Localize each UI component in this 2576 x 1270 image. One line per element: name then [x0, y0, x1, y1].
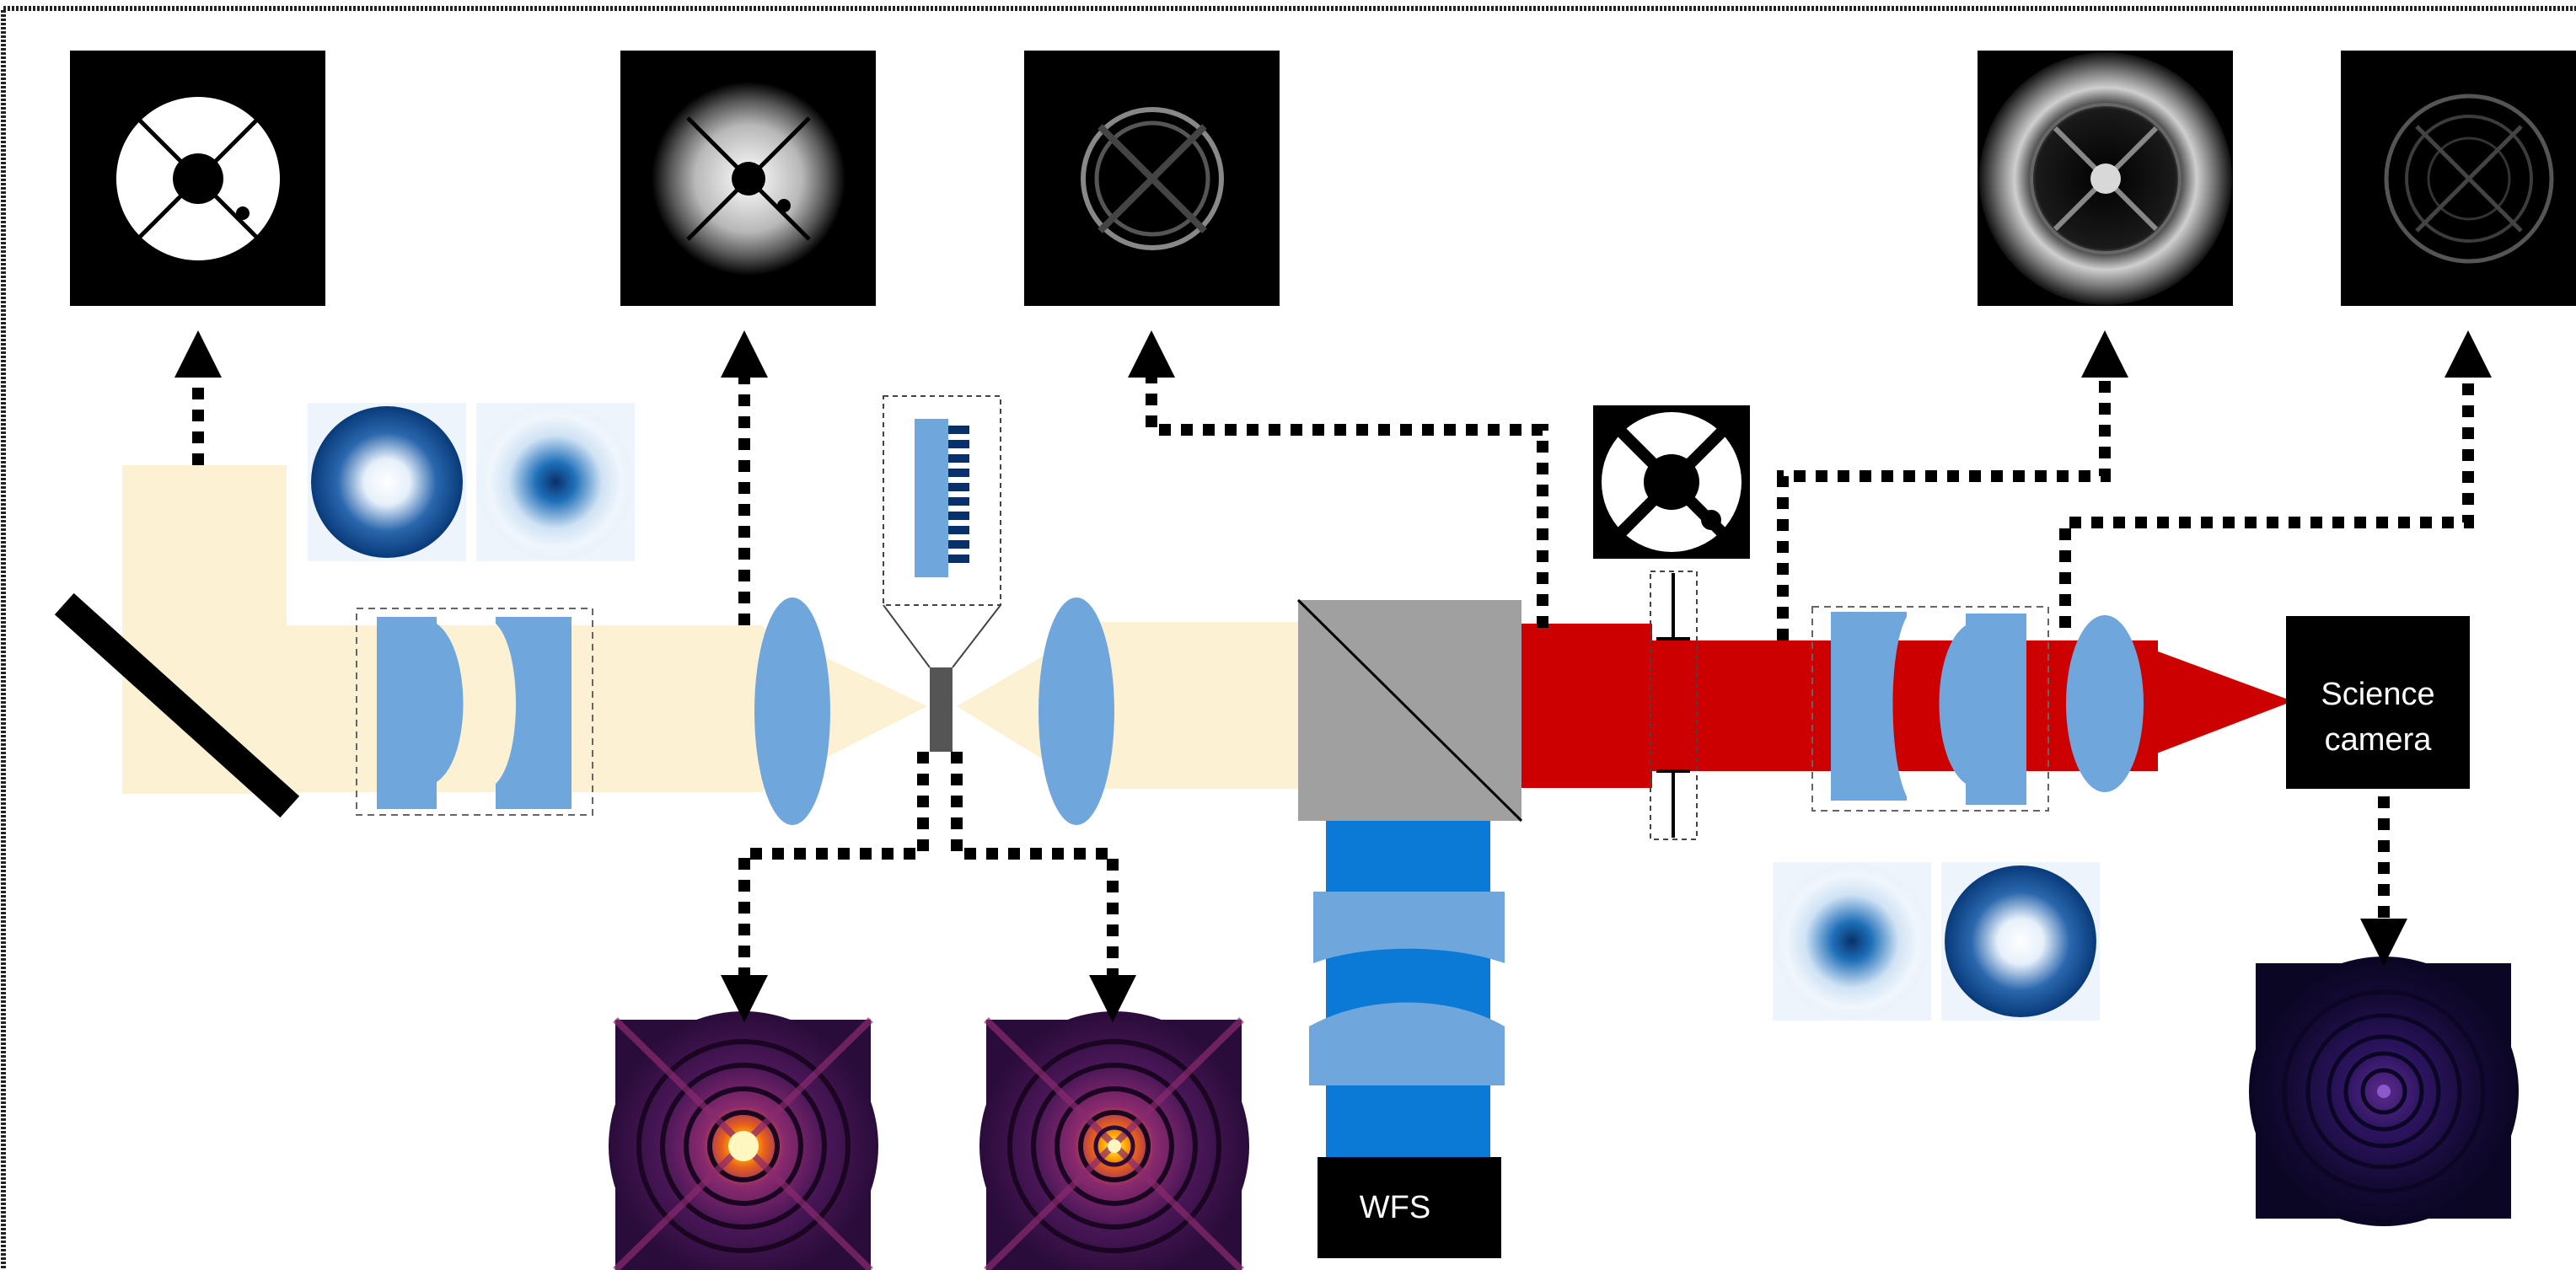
- aspheric-lens-1: [377, 617, 464, 809]
- focal-mask-zoom-callout: [883, 395, 1001, 668]
- arrow-to-psf-2: [951, 752, 1136, 1022]
- focal-plane-mask: [930, 667, 953, 752]
- psf-image-icon: [979, 1011, 1249, 1270]
- wfs-beam: [1326, 817, 1490, 1159]
- beamsplitter-cube-icon: [1296, 598, 1523, 823]
- science-camera: Science camera: [2286, 616, 2470, 789]
- reimaging-lens: [2066, 615, 2144, 792]
- science-beam: [1517, 624, 2293, 788]
- science-psf-image: [2249, 957, 2519, 1226]
- lens-group-1-box: [356, 608, 593, 816]
- pupil-mask-icon: [70, 51, 325, 306]
- apodizer-profile-icon: [1773, 862, 2100, 1021]
- post-lyot-pupil-image: [2341, 51, 2576, 306]
- lens-group-2-box: [1811, 606, 2049, 812]
- science-camera-label-line2: camera: [2325, 722, 2433, 758]
- pupil-pickoff-arrows: [174, 330, 2492, 1022]
- wfs-lens-1: [1313, 892, 1505, 963]
- apodizer-profile-icon: [308, 403, 635, 561]
- aspheric-lens-2: [496, 617, 572, 809]
- lyot-stop-mask-icon: [1593, 405, 1750, 559]
- aspheric-lens-3: [1831, 612, 1907, 801]
- apodized-pupil-image: [620, 51, 876, 306]
- fold-mirror: [54, 592, 300, 818]
- lyot-plane-pupil-image: [1978, 51, 2233, 306]
- incoming-beam: [122, 465, 1307, 794]
- arrow-to-post-lyot-pupil: [2059, 330, 2492, 628]
- wfs-lens-2: [1309, 1002, 1505, 1085]
- lyot-stop: [1650, 571, 1698, 840]
- diagram-border: [1, 6, 2576, 1270]
- arrow-to-reflected-pupil: [1128, 330, 1548, 628]
- arrow-to-lyot-pupil: [1777, 330, 2128, 640]
- arrow-to-psf-1: [721, 752, 929, 1022]
- aspheric-lens-4: [1939, 614, 2026, 805]
- wfs-label: WFS: [1360, 1190, 1430, 1225]
- focusing-lens-1: [754, 597, 830, 825]
- psf-image-icon: [609, 1011, 878, 1270]
- focusing-lens-2: [1038, 597, 1114, 825]
- reflected-pupil-image: [1024, 51, 1280, 306]
- wfs-detector: WFS: [1318, 1157, 1501, 1258]
- science-camera-label-line1: Science: [2321, 677, 2434, 712]
